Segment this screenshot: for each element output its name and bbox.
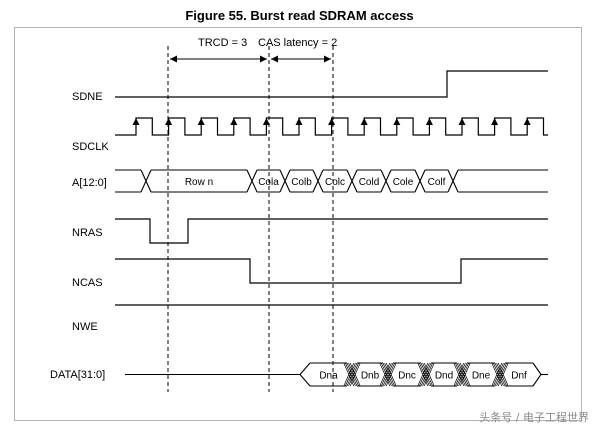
data-value: Dnc — [398, 371, 416, 382]
data-segment — [357, 362, 383, 387]
clock-edge-arrow — [262, 118, 270, 125]
address-segment — [380, 169, 415, 193]
data-value: Dna — [319, 371, 338, 382]
clock-edge-arrow — [360, 118, 368, 125]
data-value: Dnb — [361, 371, 380, 382]
clock-edge-arrow — [230, 118, 238, 125]
ncas-waveform — [115, 258, 548, 284]
data-bus-start — [299, 362, 311, 387]
data-transition — [453, 362, 471, 387]
clock-edge-arrow — [425, 118, 433, 125]
address-value: Colb — [291, 177, 312, 188]
sdne-label: SDNE — [72, 91, 103, 103]
sdclk-waveform — [115, 117, 548, 136]
address-crossover — [447, 169, 459, 193]
data-transition — [343, 362, 361, 387]
reference-lines — [167, 46, 334, 392]
data-value: Dnf — [511, 371, 527, 382]
nras-waveform — [115, 218, 548, 244]
data-segment — [467, 362, 495, 387]
data-segment — [431, 362, 457, 387]
nwe-label: NWE — [72, 321, 98, 333]
address-segment — [312, 169, 347, 193]
data-value: Dne — [472, 371, 491, 382]
data-segment — [505, 362, 533, 387]
diagram-frame — [14, 27, 582, 421]
signal-labels: SDNE SDCLK A[12:0] NRAS NCAS NWE DATA[31… — [50, 91, 109, 381]
data-label: DATA[31:0] — [50, 369, 105, 381]
data-transition — [417, 362, 435, 387]
address-value: Cold — [359, 177, 380, 188]
clock-edge-arrow — [491, 118, 499, 125]
sdclk-trace — [115, 117, 548, 136]
data-transition — [379, 362, 397, 387]
clock-edge-arrow — [132, 118, 140, 125]
address-segment — [414, 169, 448, 193]
ncas-label: NCAS — [72, 277, 103, 289]
address-segment — [140, 169, 247, 193]
address-segment — [279, 169, 313, 193]
clock-edge-arrow — [458, 118, 466, 125]
cas-latency-label: CAS latency = 2 — [258, 37, 337, 49]
sdclk-label: SDCLK — [72, 141, 109, 153]
data-value: Dnd — [435, 371, 453, 382]
clock-edge-arrow — [393, 118, 401, 125]
address-value: Cole — [393, 177, 414, 188]
clock-edge-arrow — [328, 118, 336, 125]
data-segment — [393, 362, 421, 387]
address-segment — [346, 169, 381, 193]
data-bus: Dna Dnb Dnc Dnd Dne Dnf — [125, 362, 548, 387]
watermark: 头条号 / 电子工程世界 — [479, 411, 589, 424]
trcd-label: TRCD = 3 — [198, 37, 247, 49]
clock-edge-arrow — [165, 118, 173, 125]
sdne-waveform — [115, 70, 548, 98]
address-bus: Row n Cola Colb Colc Cold Cole Colf — [115, 169, 548, 193]
address-value: Colc — [325, 177, 345, 188]
clock-edge-arrow — [197, 118, 205, 125]
clock-edge-arrow — [523, 118, 531, 125]
data-segment — [310, 362, 347, 387]
address-segment — [246, 169, 280, 193]
address-value: Row n — [185, 177, 213, 188]
clock-edge-arrow — [295, 118, 303, 125]
figure-title: Figure 55. Burst read SDRAM access — [185, 8, 414, 23]
nras-label: NRAS — [72, 227, 103, 239]
data-transition — [491, 362, 509, 387]
address-label: A[12:0] — [72, 177, 107, 189]
address-value: Cola — [258, 177, 279, 188]
data-bus-end — [532, 362, 542, 387]
address-value: Colf — [428, 177, 446, 188]
